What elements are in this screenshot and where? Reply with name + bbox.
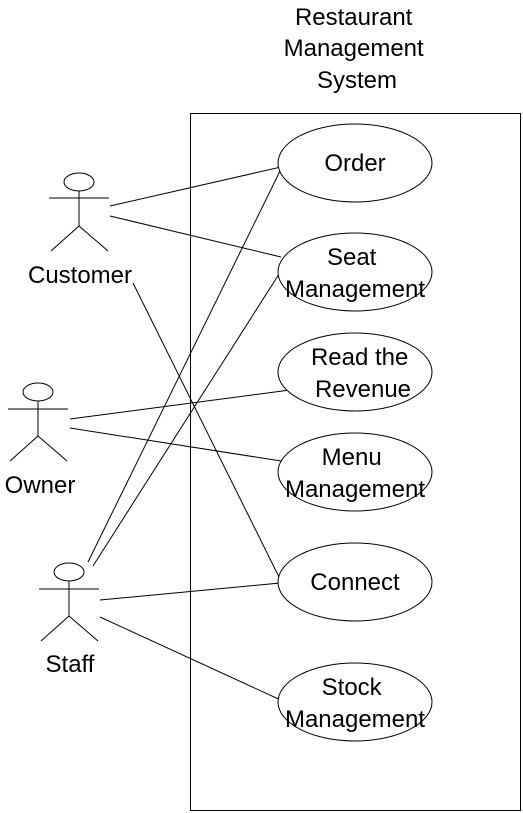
system-boundary	[190, 113, 521, 811]
system-title-line-1: Restaurant	[295, 4, 413, 31]
actor-staff-stick-figure-icon	[39, 562, 99, 642]
use-case-stock-management-label-line-1: Stock	[322, 674, 383, 701]
use-case-menu-management-label-line-1: Menu	[322, 444, 382, 471]
actor-customer-label: Customer	[28, 262, 132, 289]
use-case-stock-management-label-line-2: Management	[285, 706, 425, 733]
actor-customer[interactable]: Customer	[28, 172, 132, 289]
use-case-seat-management-label: Seat Management	[285, 244, 425, 303]
use-case-stock-management-shape	[277, 662, 433, 742]
use-case-connect-label: Connect	[310, 569, 400, 596]
association-staff-seat-management	[92, 270, 282, 567]
use-case-menu-management-label-line-2: Management	[285, 476, 425, 503]
use-case-read-the-revenue-shape	[277, 332, 433, 412]
actor-owner-stick-figure-icon	[8, 382, 68, 462]
system-title: Restaurant Management System	[284, 4, 431, 94]
actor-staff-label: Staff	[46, 651, 95, 678]
association-customer-connect	[132, 282, 281, 580]
association-customer-order	[109, 166, 282, 207]
use-case-order-shape	[277, 123, 433, 203]
use-case-read-the-revenue[interactable]: Read the Revenue	[277, 332, 433, 412]
use-case-read-the-revenue-label: Read the Revenue	[311, 344, 415, 403]
actor-customer-stick-figure-icon	[49, 172, 109, 252]
use-case-read-the-revenue-label-line-2: Revenue	[315, 376, 411, 403]
use-case-connect-shape	[277, 542, 433, 622]
system-title-line-2: Management	[284, 35, 424, 62]
association-owner-read-revenue	[69, 389, 291, 420]
use-case-order-label-line-1: Order	[324, 150, 385, 177]
actor-owner-label: Owner	[5, 472, 76, 499]
use-case-seat-management-label-line-1: Seat	[327, 244, 377, 271]
use-case-read-the-revenue-label-line-1: Read the	[311, 344, 408, 371]
use-case-seat-management[interactable]: Seat Management	[277, 232, 433, 312]
use-case-order[interactable]: Order	[277, 123, 433, 203]
association-customer-seat-management	[109, 215, 282, 258]
use-case-menu-management-shape	[277, 432, 433, 512]
system-title-line-3: System	[317, 67, 397, 94]
actor-staff[interactable]: Staff	[39, 562, 99, 678]
association-staff-connect	[99, 582, 281, 601]
use-case-menu-management[interactable]: Menu Management	[277, 432, 433, 512]
use-case-seat-management-shape	[277, 232, 433, 312]
associations	[69, 166, 291, 703]
use-case-order-label: Order	[324, 150, 385, 177]
actor-owner[interactable]: Owner	[5, 382, 76, 499]
use-case-stock-management-label: Stock Management	[285, 674, 425, 733]
association-staff-order	[87, 166, 283, 563]
association-staff-stock-management	[99, 616, 286, 703]
use-case-connect-label-line-1: Connect	[310, 569, 400, 596]
use-case-menu-management-label: Menu Management	[285, 444, 425, 503]
association-owner-menu-management	[69, 427, 282, 462]
use-case-connect[interactable]: Connect	[277, 542, 433, 622]
use-case-stock-management[interactable]: Stock Management	[277, 662, 433, 742]
use-case-seat-management-label-line-2: Management	[285, 276, 425, 303]
